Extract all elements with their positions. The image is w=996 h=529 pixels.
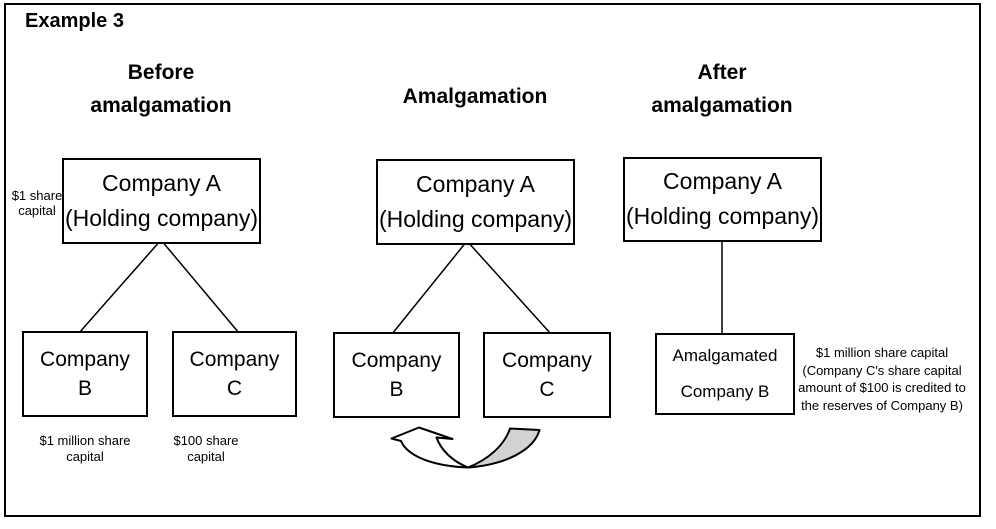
box-company-c-during: Company C bbox=[483, 332, 611, 418]
note-line: $1 million share capital bbox=[815, 345, 949, 360]
company-name: Company bbox=[502, 348, 592, 372]
transfer-arrow-icon bbox=[390, 426, 541, 469]
heading-line: After bbox=[697, 61, 747, 84]
note-line: capital bbox=[187, 448, 225, 464]
line-before-a-to-c bbox=[160, 239, 240, 334]
line-before-a-to-b bbox=[78, 239, 162, 334]
heading-line: amalgamation bbox=[651, 94, 793, 117]
box-company-b-before: Company B bbox=[22, 331, 148, 417]
transfer-arrow-tail bbox=[467, 427, 541, 469]
company-letter: C bbox=[539, 378, 555, 401]
heading-line: amalgamation bbox=[90, 94, 232, 117]
company-name: Company A bbox=[663, 168, 782, 195]
note-line: $1 share bbox=[11, 188, 63, 203]
heading-amalgamation: Amalgamation bbox=[375, 84, 575, 109]
company-name: Company A bbox=[416, 170, 535, 197]
company-name: Company bbox=[351, 348, 442, 372]
line-during-a-to-c bbox=[466, 240, 552, 335]
heading-line: Before bbox=[127, 61, 195, 84]
company-name: Amalgamated bbox=[672, 345, 778, 365]
company-name: Company bbox=[189, 347, 280, 371]
heading-before-amalgamation: Before amalgamation bbox=[61, 56, 261, 122]
note-company-b-share-capital: $1 million share capital bbox=[30, 433, 140, 464]
box-amalgamated-company-b: Amalgamated Company B bbox=[655, 333, 795, 415]
line-during-a-to-b bbox=[391, 240, 468, 335]
box-company-a-during: Company A (Holding company) bbox=[376, 159, 575, 245]
note-line: capital bbox=[66, 448, 104, 464]
heading-after-amalgamation: After amalgamation bbox=[622, 56, 822, 122]
company-role: (Holding company) bbox=[625, 203, 820, 229]
box-company-b-during: Company B bbox=[333, 332, 460, 418]
note-line: amount of $100 is credited to bbox=[798, 380, 966, 395]
company-role: (Holding company) bbox=[64, 204, 259, 231]
company-letter: C bbox=[226, 377, 243, 400]
heading-line: Amalgamation bbox=[402, 85, 548, 108]
company-name: Company A bbox=[102, 169, 221, 196]
note-company-c-share-capital: $100 share capital bbox=[151, 433, 261, 464]
company-letter: B bbox=[77, 377, 92, 400]
note-line: $1 million share bbox=[39, 433, 131, 448]
diagram-border bbox=[4, 3, 981, 517]
box-company-c-before: Company C bbox=[172, 331, 297, 417]
box-company-a-after: Company A (Holding company) bbox=[623, 157, 822, 242]
transfer-arrow-head bbox=[390, 426, 469, 469]
note-line: the reserves of Company B) bbox=[801, 397, 963, 413]
company-role: (Holding company) bbox=[378, 205, 573, 232]
company-letter: B bbox=[389, 378, 404, 401]
note-line: capital bbox=[18, 203, 56, 218]
note-line: (Company C's share capital bbox=[802, 362, 962, 378]
company-name: Company bbox=[40, 347, 130, 371]
note-line: $100 share bbox=[173, 433, 239, 448]
note-amalgamated-share-capital: $1 million share capital (Company C's sh… bbox=[797, 344, 967, 414]
note-company-a-share-capital: $1 share capital bbox=[9, 188, 65, 218]
company-name: Company B bbox=[680, 382, 770, 401]
page-title: Example 3 bbox=[25, 10, 124, 32]
box-company-a-before: Company A (Holding company) bbox=[62, 158, 261, 244]
